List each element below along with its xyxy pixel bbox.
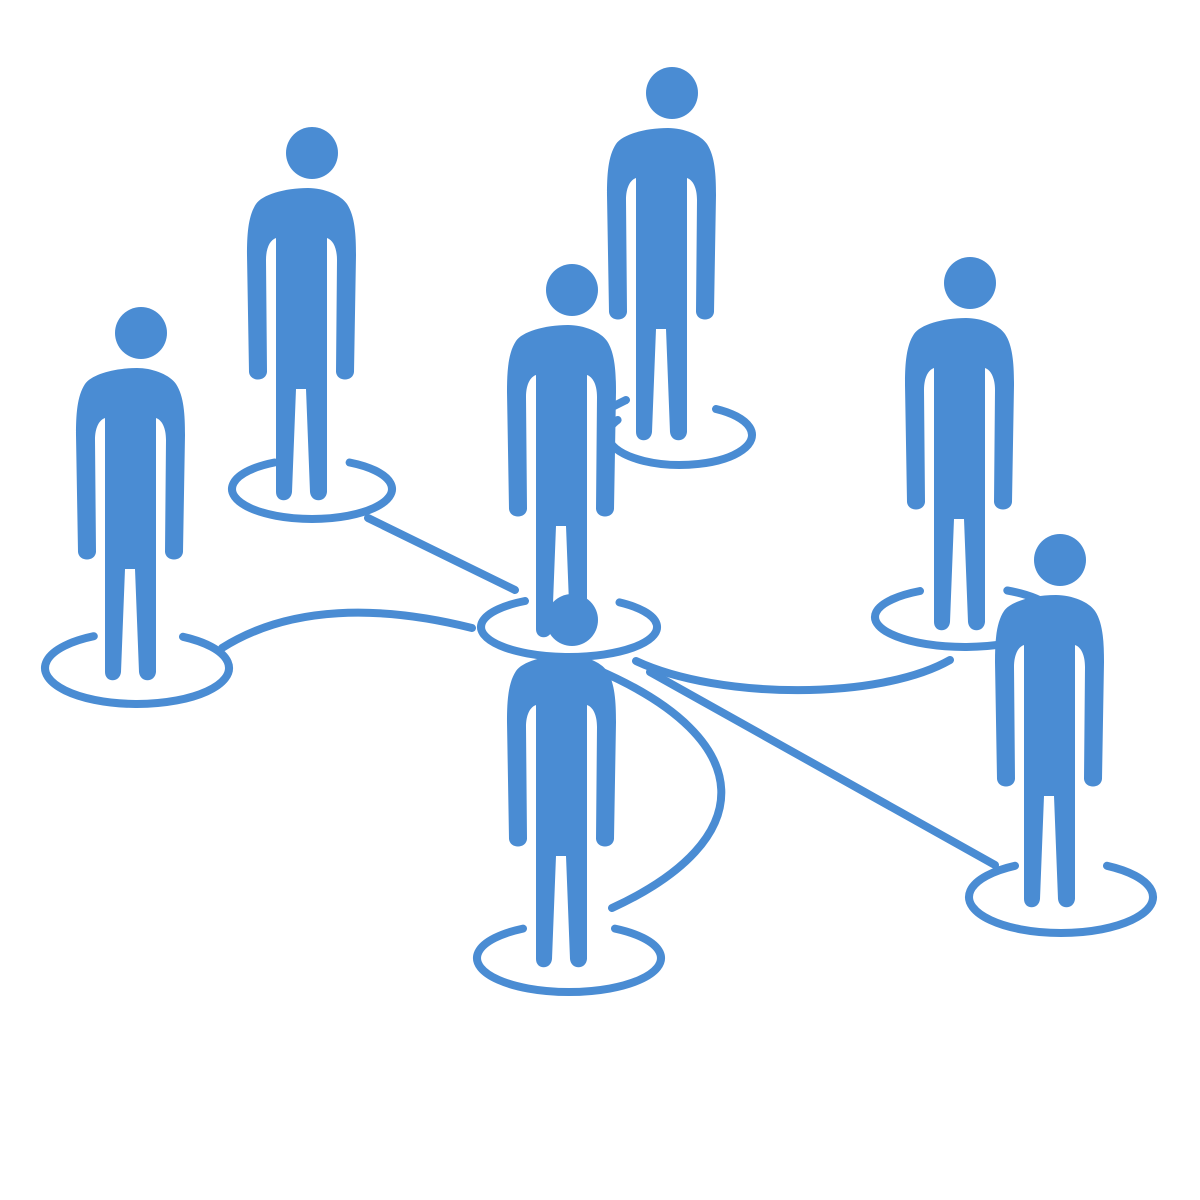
people bbox=[76, 67, 1104, 968]
ring-bottom bbox=[473, 924, 665, 997]
connection-far-right bbox=[646, 668, 999, 869]
ring-far-right bbox=[965, 861, 1157, 937]
person-icon bbox=[905, 257, 1014, 631]
person-icon bbox=[76, 307, 185, 681]
connection-upper-left bbox=[364, 514, 519, 594]
ring-far-left bbox=[41, 632, 233, 708]
connection-right bbox=[632, 656, 954, 695]
person-icon bbox=[607, 67, 716, 441]
person-icon bbox=[507, 264, 616, 638]
ring-upper-left bbox=[228, 458, 396, 523]
person-icon bbox=[247, 127, 356, 501]
connection-bottom bbox=[594, 666, 726, 912]
connections bbox=[218, 396, 999, 912]
connection-far-left bbox=[218, 608, 476, 652]
